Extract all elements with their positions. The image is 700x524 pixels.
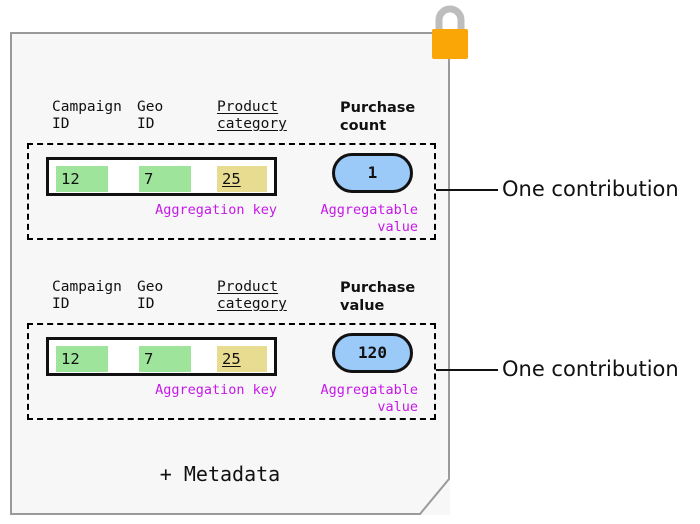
key-cell-geo-id-2: 7 [139,346,191,372]
leader-line-contribution-2 [436,369,498,371]
key-cell-geo-id-1: 7 [139,166,191,192]
aggregatable-report-card [10,32,450,515]
header-campaign-id: Campaign ID [52,99,122,132]
lock-icon [424,2,476,68]
key-cell-product-category-1-text: 25 [222,170,241,188]
key-cell-product-category-1: 25 [217,166,267,192]
caption-aggregatable-value-1: Aggregatable value [320,202,418,235]
header-purchase-value: Purchase value [340,280,416,314]
header-purchase-count: Purchase count [340,100,416,134]
header-geo-id: Geo ID [137,99,164,132]
header-product-category-2: Product category [217,279,287,312]
header-product-category: Product category [217,99,287,132]
card-outline-shape [10,32,450,515]
key-cell-campaign-id-1: 12 [56,166,108,192]
key-cell-product-category-2-text: 25 [222,350,241,368]
lock-icon-glyph [432,5,468,59]
column-headers-contribution-1: Campaign ID Geo ID Product category Purc… [27,99,436,143]
column-headers-contribution-2: Campaign ID Geo ID Product category Purc… [27,279,436,323]
key-cell-product-category-2: 25 [217,346,267,372]
header-geo-id-2: Geo ID [137,279,164,312]
aggregatable-value-pill-1: 1 [332,153,413,193]
aggregatable-value-pill-2: 120 [332,333,413,373]
key-cell-campaign-id-2: 12 [56,346,108,372]
annotation-one-contribution-1: One contribution [502,177,679,201]
caption-aggregation-key-2: Aggregation key [155,382,277,398]
aggregation-key-frame-1: 12 7 25 [46,157,277,196]
contribution-row-1: 12 7 25 1 Aggregation key Aggregatable v… [27,143,436,240]
annotation-one-contribution-2: One contribution [502,357,679,381]
caption-aggregation-key-1: Aggregation key [155,202,277,218]
leader-line-contribution-1 [436,189,498,191]
contribution-row-2: 12 7 25 120 Aggregation key Aggregatable… [27,323,436,420]
metadata-label: + Metadata [159,462,281,486]
header-campaign-id-2: Campaign ID [52,279,122,312]
caption-aggregatable-value-2: Aggregatable value [320,382,418,415]
aggregation-key-frame-2: 12 7 25 [46,337,277,376]
